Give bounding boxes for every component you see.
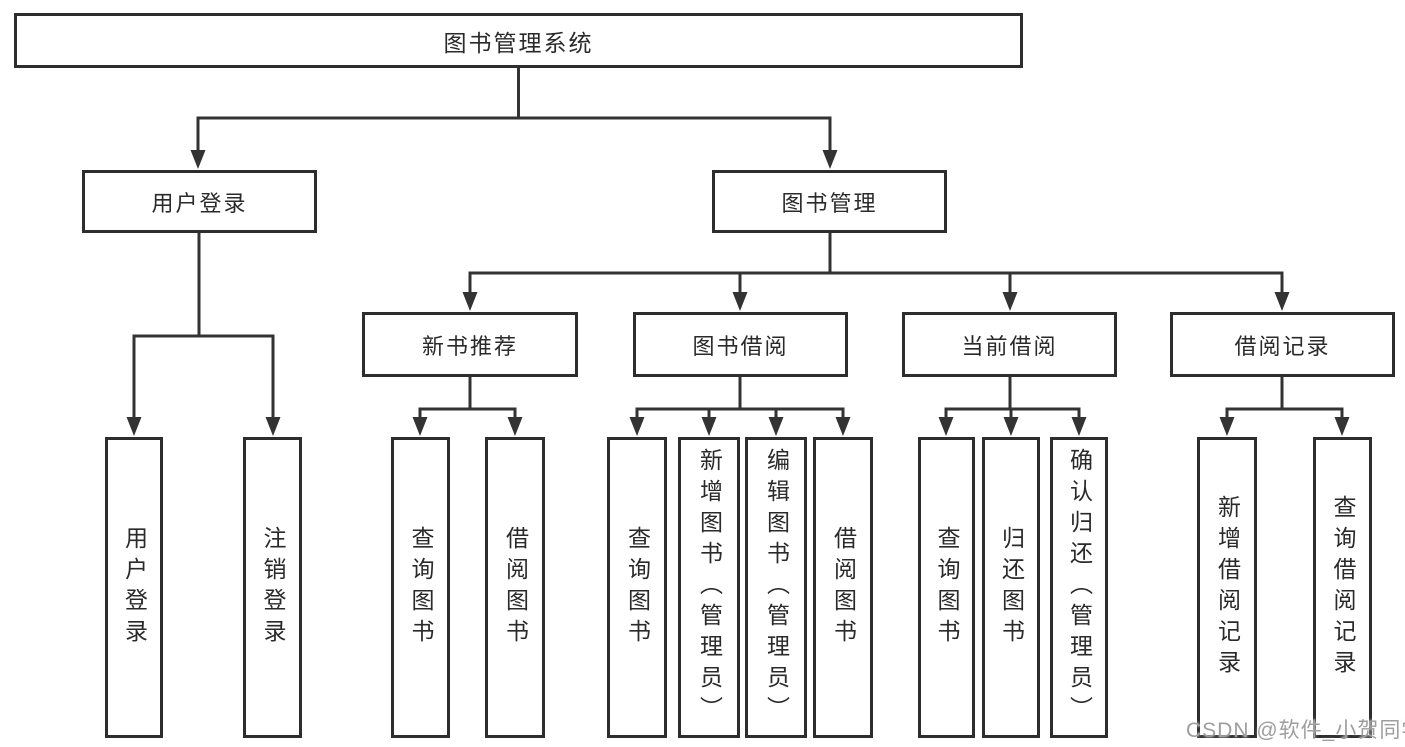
node-bb-edit-book-admin: 编辑图书（管理员） <box>745 437 807 738</box>
node-br-add-record: 新增借阅记录 <box>1197 437 1257 738</box>
node-nb-query-book: 查询图书 <box>391 437 450 738</box>
node-login: 用户登录 <box>105 437 163 738</box>
node-current-borrow: 当前借阅 <box>902 312 1117 377</box>
node-nb-borrow-book: 借阅图书 <box>485 437 545 738</box>
node-bb-add-book-admin: 新增图书（管理员） <box>678 437 740 738</box>
node-root: 图书管理系统 <box>14 13 1023 68</box>
node-logout: 注销登录 <box>243 437 302 738</box>
csdn-watermark: CSDN @软件_小贺同学 <box>1186 719 1405 742</box>
node-book-management: 图书管理 <box>712 170 947 233</box>
node-cb-query-book: 查询图书 <box>918 437 975 738</box>
node-new-book-recommend: 新书推荐 <box>362 312 578 377</box>
node-borrow-record: 借阅记录 <box>1170 312 1395 377</box>
node-bb-borrow-book: 借阅图书 <box>813 437 873 738</box>
node-bb-query-book: 查询图书 <box>607 437 667 738</box>
node-br-query-record: 查询借阅记录 <box>1313 437 1372 738</box>
node-cb-return-book: 归还图书 <box>982 437 1040 738</box>
node-book-borrow: 图书借阅 <box>633 312 848 377</box>
node-cb-confirm-return-admin: 确认归还（管理员） <box>1050 437 1108 738</box>
node-user-login: 用户登录 <box>82 170 317 233</box>
